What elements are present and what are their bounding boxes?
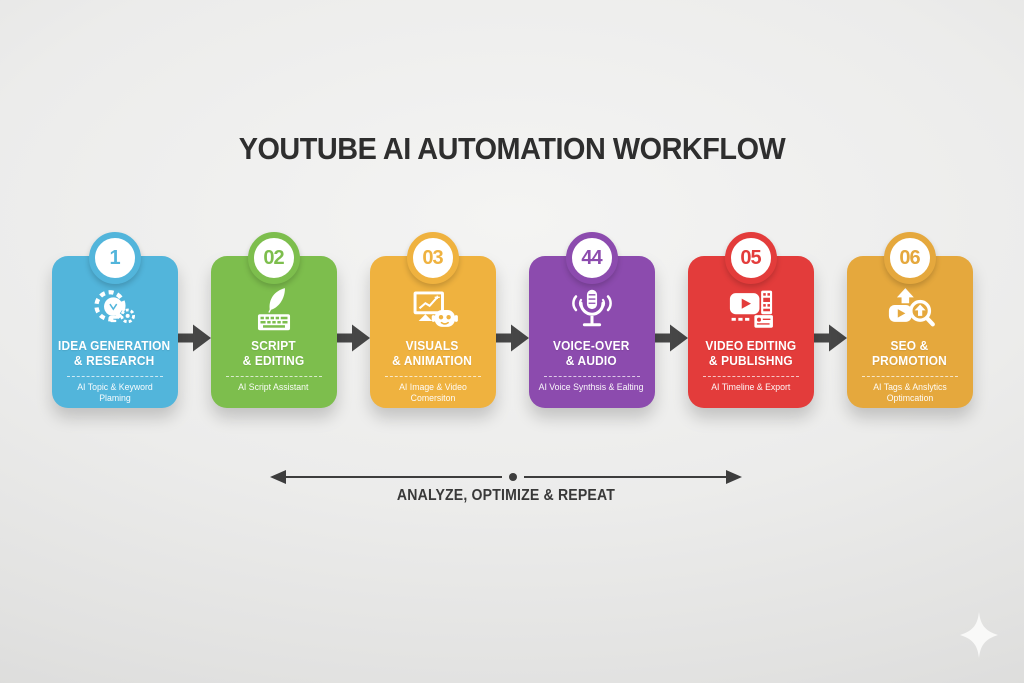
step-title: VOICE-OVER & AUDIO xyxy=(553,339,629,369)
video-player-filmstrip-icon xyxy=(724,284,778,336)
step-title-line2: & ANIMATION xyxy=(392,353,473,368)
step-title: IDEA GENERATION & RESEARCH xyxy=(58,339,170,369)
step-subtitle: AI Script Assistant xyxy=(238,381,309,392)
monitor-chart-robot-icon xyxy=(406,284,460,336)
step-title-line1: VISUALS xyxy=(406,339,459,353)
step-number-badge: 02 xyxy=(247,232,300,284)
step-number-badge: 06 xyxy=(883,232,936,284)
step-title-line2: & EDITING xyxy=(242,353,305,368)
right-arrow-icon xyxy=(495,324,529,352)
step-title-line1: SCRIPT xyxy=(251,339,296,353)
step-subtitle: AI Timeline & Export xyxy=(710,381,791,392)
loop-label: ANALYZE, OPTIMIZE & REPEAT xyxy=(396,487,616,504)
right-arrow-icon xyxy=(177,324,211,352)
page-title: YOUTUBE AI AUTOMATION WORKFLOW xyxy=(238,131,786,166)
step-number-badge: 1 xyxy=(88,232,141,284)
step-title: VISUALS & ANIMATION xyxy=(393,339,473,369)
workflow-step-card: 44 VOICE-OVER & AUDIO AI Voice Synthsis … xyxy=(528,232,655,408)
step-title-line1: IDEA GENERATION xyxy=(58,339,171,353)
title-divider xyxy=(225,375,322,377)
right-arrow-icon xyxy=(336,324,370,352)
workflow-row: 1 IDEA GENERATION & RESEARCH AI Topic & … xyxy=(0,232,1024,408)
step-subtitle: AI Voice Synthsis & Ealting xyxy=(539,381,644,392)
workflow-step-card: 06 SEO & PROMOTION AI Tags & Anslytics O… xyxy=(846,232,973,408)
microphone-waves-icon xyxy=(565,284,619,336)
step-title-line2: PROMOTION xyxy=(872,353,947,368)
title-divider xyxy=(66,375,163,377)
step-title-line1: VIDEO EDITING xyxy=(705,339,796,353)
step-subtitle: AI Topic & Keyword Plaming xyxy=(76,381,153,404)
workflow-step-card: 02 SCRIPT & EDITING AI Script Assistant xyxy=(210,232,337,408)
step-title-line2: & AUDIO xyxy=(565,353,618,368)
lightbulb-gears-icon xyxy=(88,284,142,336)
step-number-badge: 03 xyxy=(406,232,459,284)
feather-keyboard-icon xyxy=(247,284,301,336)
step-title-line2: & RESEARCH xyxy=(74,353,155,368)
step-title: SCRIPT & EDITING xyxy=(243,339,305,369)
loop-double-arrow xyxy=(270,470,742,484)
step-number-badge: 44 xyxy=(565,232,618,284)
title-divider xyxy=(543,375,640,377)
title-divider xyxy=(861,375,958,377)
step-subtitle: AI Tags & Anslytics Optimcation xyxy=(872,381,947,404)
loop-center-dot xyxy=(509,473,517,481)
title-divider xyxy=(384,375,481,377)
step-subtitle: AI Image & Video Comersiton xyxy=(398,381,467,404)
right-arrow-icon xyxy=(813,324,847,352)
workflow-step-card: 1 IDEA GENERATION & RESEARCH AI Topic & … xyxy=(51,232,178,408)
step-number-badge: 05 xyxy=(724,232,777,284)
workflow-step-card: 05 VIDEO EDITING & PUBLISHNG AI Timeline… xyxy=(687,232,814,408)
right-arrow-icon xyxy=(654,324,688,352)
step-title-line1: SEO & xyxy=(890,339,929,353)
sparkle-icon xyxy=(960,612,998,658)
step-title: VIDEO EDITING & PUBLISHNG xyxy=(705,339,796,369)
step-title-line1: VOICE-OVER xyxy=(553,339,630,353)
play-uparrow-magnifier-icon xyxy=(883,284,937,336)
step-title-line2: & PUBLISHNG xyxy=(708,353,793,368)
step-title: SEO & PROMOTION xyxy=(872,339,947,369)
title-divider xyxy=(702,375,799,377)
workflow-step-card: 03 VISUALS & ANIMATION AI Image & Video … xyxy=(369,232,496,408)
